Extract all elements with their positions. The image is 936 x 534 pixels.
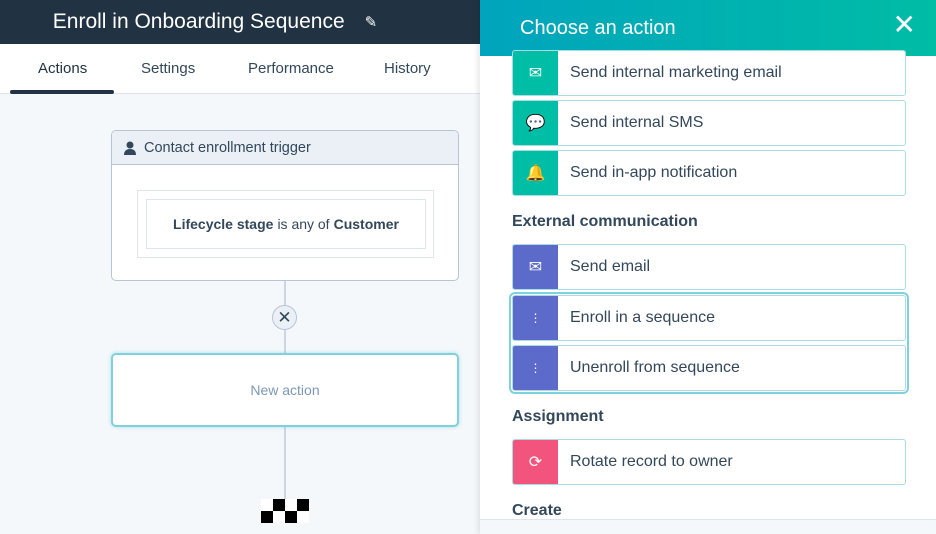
action-label: Rotate record to owner (570, 453, 733, 470)
workflow-header: Enroll in Onboarding Sequence ✎ (0, 0, 480, 44)
action-label: Send email (570, 258, 651, 275)
trigger-header: Contact enrollment trigger (112, 131, 458, 165)
new-action-label: New action (250, 382, 320, 398)
new-action-card[interactable]: New action (111, 353, 459, 427)
enrollment-trigger-card[interactable]: Contact enrollment trigger Lifecycle sta… (111, 130, 459, 281)
filter-condition[interactable]: Lifecycle stage is any of Customer (146, 199, 426, 249)
sequence-icon: ⋮ (513, 346, 558, 390)
panel-header: Choose an action ✕ (480, 0, 936, 56)
rotate-owner-icon: ⟳ (513, 440, 558, 484)
chat-icon: 💬 (513, 101, 558, 145)
action-send-internal-sms[interactable]: 💬 Send internal SMS (512, 100, 906, 146)
envelope-icon: ✉ (513, 51, 558, 95)
section-heading-external: External communication (512, 213, 698, 230)
workflow-title: Enroll in Onboarding Sequence (52, 10, 345, 33)
connector-line (284, 427, 286, 499)
action-label: Send internal SMS (570, 114, 704, 131)
x-icon[interactable]: ✕ (272, 305, 297, 330)
filter-value: Customer (333, 216, 399, 232)
bell-icon: 🔔 (513, 151, 558, 195)
tab-bar: Actions Settings Performance History (0, 44, 480, 94)
contact-icon (124, 141, 136, 155)
action-label: Send internal marketing email (570, 64, 782, 81)
choose-action-panel: Choose an action ✕ ✉ Send internal marke… (480, 0, 936, 534)
panel-footer (480, 519, 936, 534)
tab-actions[interactable]: Actions (38, 60, 88, 77)
highlighted-sequence-group (509, 292, 909, 394)
active-tab-indicator (10, 90, 114, 94)
section-heading-create: Create (512, 502, 562, 519)
section-heading-assignment: Assignment (512, 408, 604, 425)
sequence-icon: ⋮ (513, 296, 558, 340)
checkered-flag-icon (261, 499, 309, 523)
action-label: Send in-app notification (570, 164, 738, 181)
action-send-email[interactable]: ✉ Send email (512, 244, 906, 290)
pencil-icon[interactable]: ✎ (364, 14, 378, 31)
tab-settings[interactable]: Settings (141, 60, 196, 77)
action-unenroll-from-sequence[interactable]: ⋮ Unenroll from sequence (512, 345, 906, 391)
trigger-title: Contact enrollment trigger (144, 139, 311, 156)
envelope-icon: ✉ (513, 245, 558, 289)
close-icon[interactable]: ✕ (892, 9, 916, 40)
tab-performance[interactable]: Performance (248, 60, 334, 77)
filter-property: Lifecycle stage (173, 216, 274, 232)
action-label: Unenroll from sequence (570, 359, 740, 376)
tab-history[interactable]: History (384, 60, 431, 77)
action-label: Enroll in a sequence (570, 309, 715, 326)
filter-operator: is any of (277, 216, 330, 232)
workflow-editor: Enroll in Onboarding Sequence ✎ Actions … (0, 0, 480, 523)
filter-group: Lifecycle stage is any of Customer (137, 190, 434, 258)
action-enroll-in-sequence[interactable]: ⋮ Enroll in a sequence (512, 295, 906, 341)
action-send-internal-marketing-email[interactable]: ✉ Send internal marketing email (512, 50, 906, 96)
action-rotate-record-to-owner[interactable]: ⟳ Rotate record to owner (512, 439, 906, 485)
panel-title: Choose an action (520, 16, 676, 39)
action-send-in-app-notification[interactable]: 🔔 Send in-app notification (512, 150, 906, 196)
